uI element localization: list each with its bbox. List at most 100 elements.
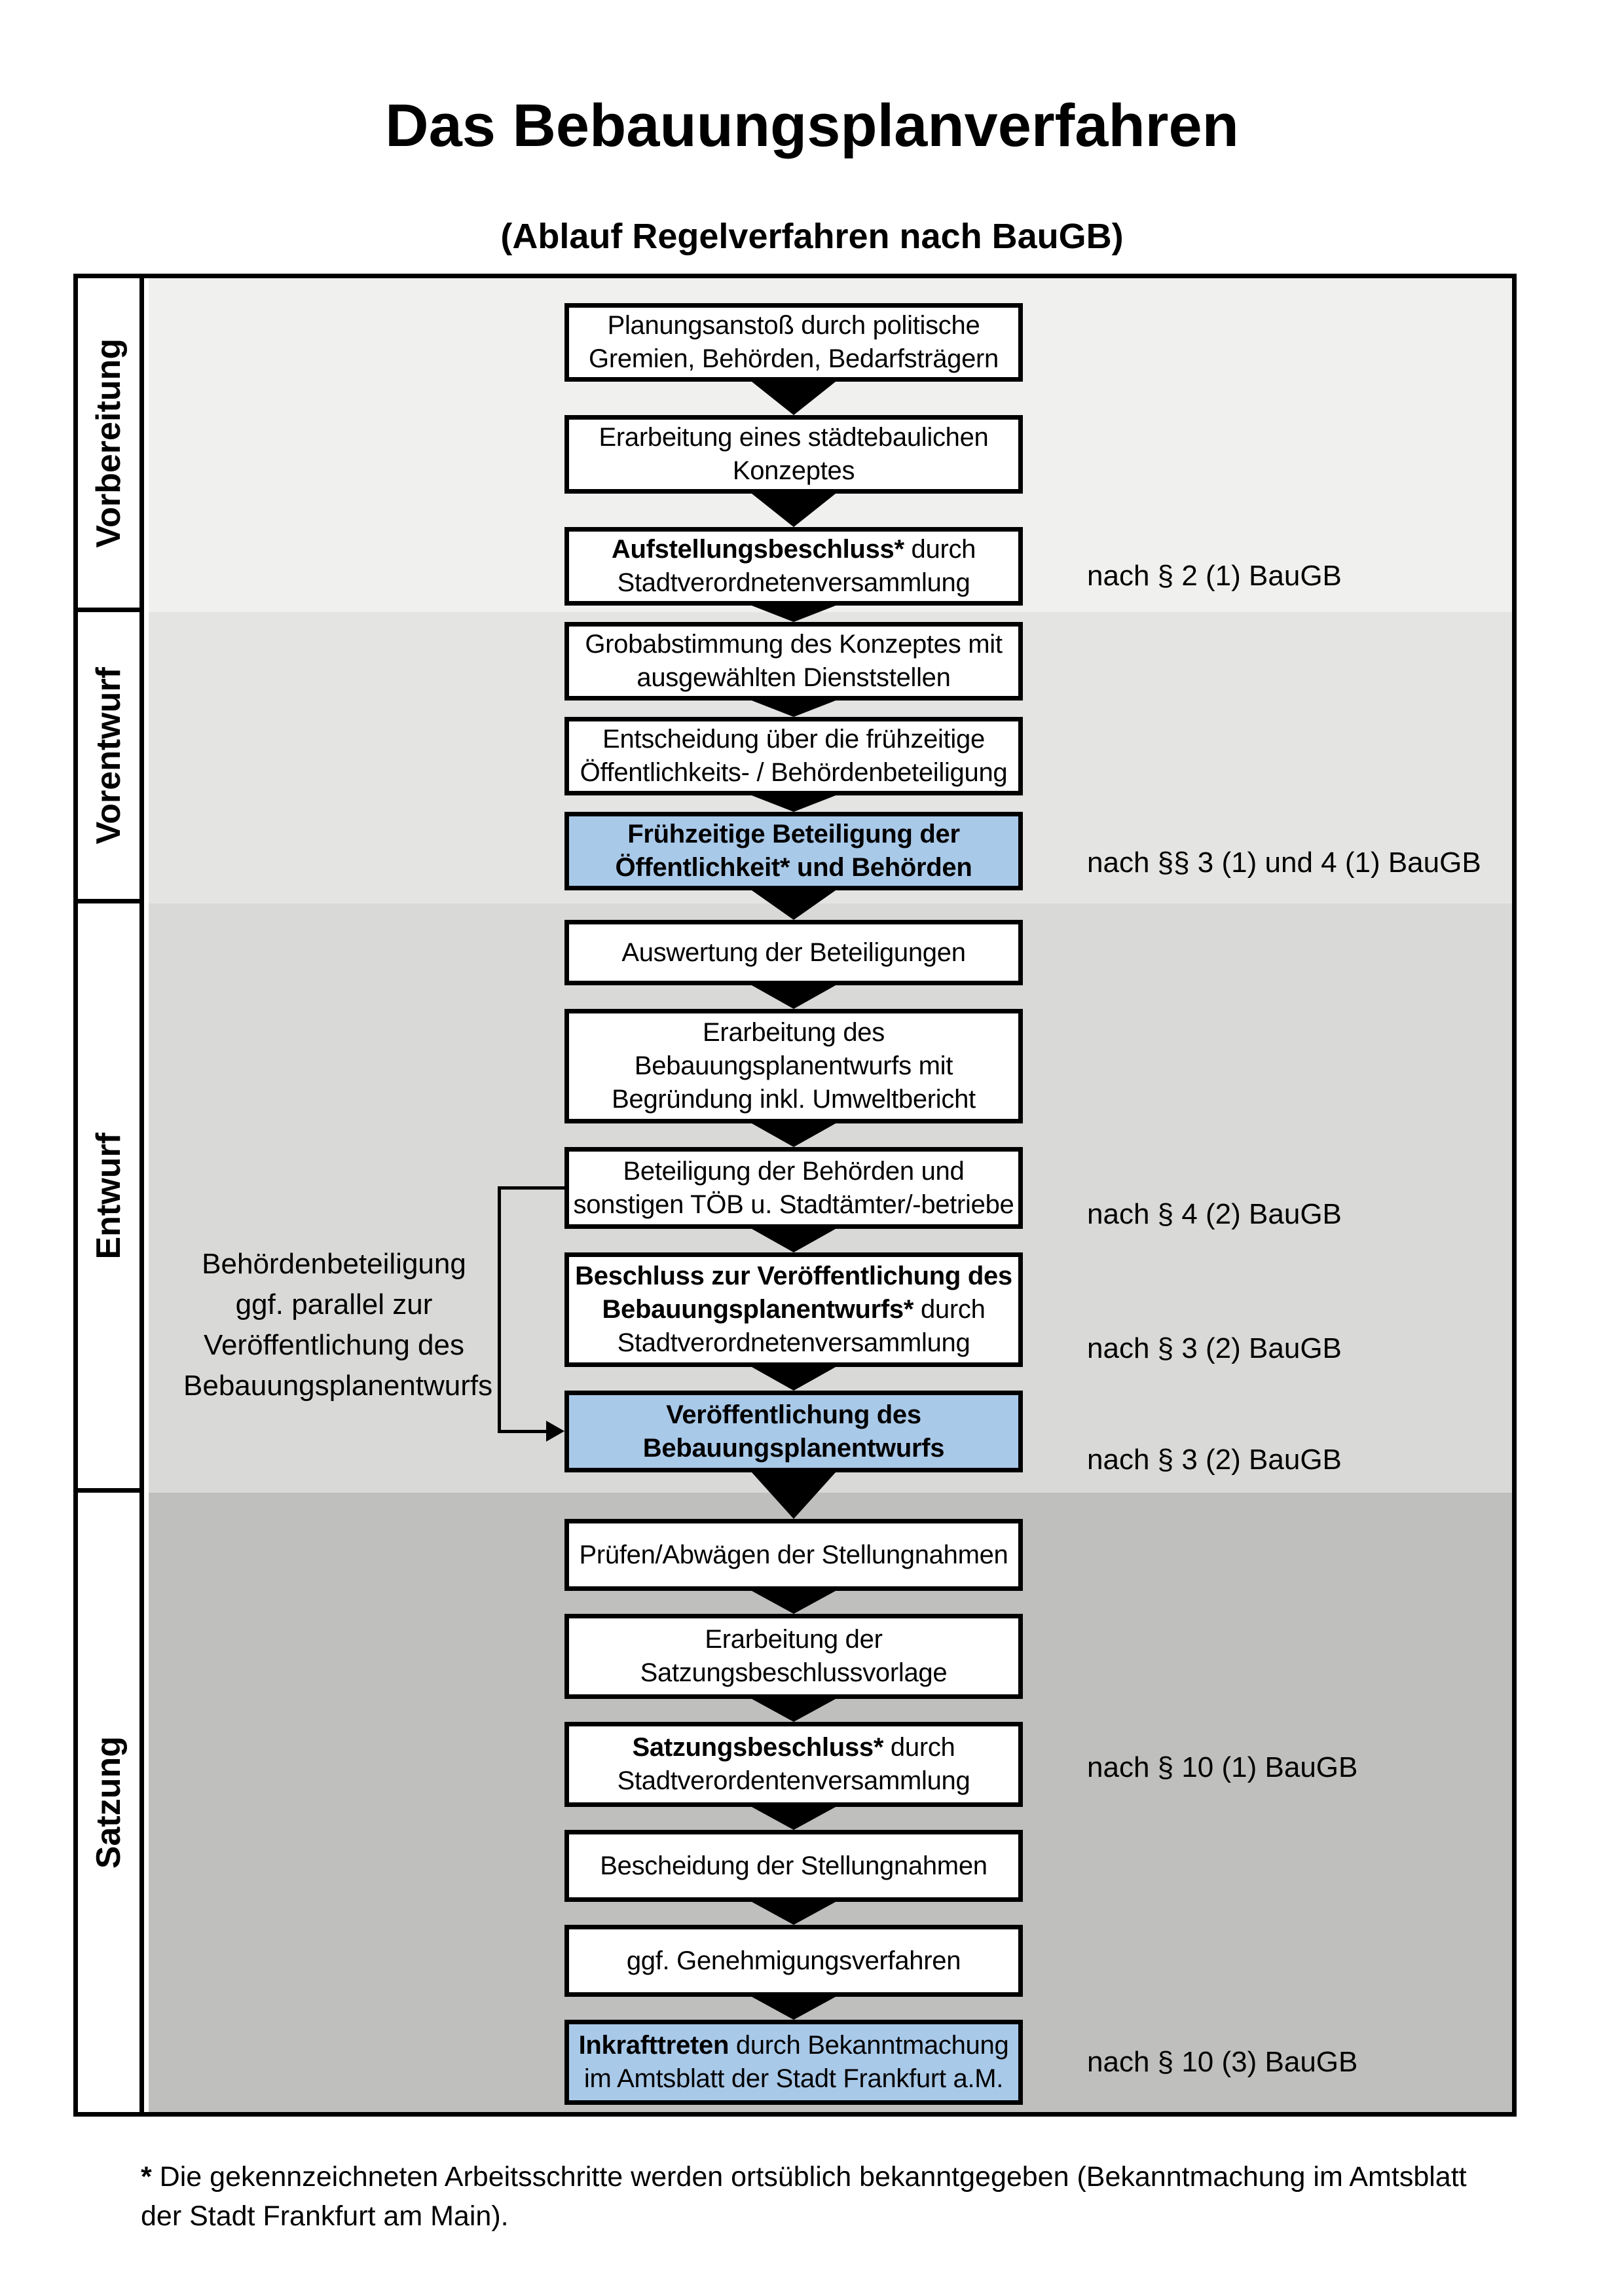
- step-text: Bebauungsplanentwurfs mit: [634, 1051, 953, 1080]
- flow-arrow-down-icon: [752, 1997, 836, 2020]
- step-text-line: Öffentlichkeit* und Behörden: [616, 851, 972, 884]
- step-text: Erarbeitung des: [703, 1018, 885, 1047]
- step-text-bold: Frühzeitige Beteiligung der: [627, 820, 960, 848]
- step-text-line: Auswertung der Beteiligungen: [621, 936, 966, 970]
- step-text-line: Entscheidung über die frühzeitige: [602, 723, 985, 756]
- step-text-line: Aufstellungsbeschluss* durch: [612, 533, 976, 566]
- step-text: Grobabstimmung des Konzeptes mit: [585, 630, 1003, 659]
- step-text: Begründung inkl. Umweltbericht: [612, 1085, 976, 1114]
- page-subtitle: (Ablauf Regelverfahren nach BauGB): [500, 217, 1124, 256]
- flow-arrow-down-icon: [752, 1807, 836, 1830]
- step-text: Stadtverordnetenversammlung: [617, 568, 970, 597]
- step-text: im Amtsblatt der Stadt Frankfurt a.M.: [583, 2064, 1004, 2093]
- step-text: Öffentlichkeits- / Behördenbeteiligung: [580, 758, 1008, 787]
- step-text-bold: Beschluss zur Veröffentlichung des: [575, 1262, 1012, 1290]
- step-text: sonstigen TÖB u. Stadtämter/-betriebe: [573, 1190, 1014, 1219]
- step-box-16: ggf. Genehmigungsverfahren: [564, 1925, 1023, 1997]
- flow-arrow-down-icon: [752, 1229, 836, 1252]
- step-box-12: Prüfen/Abwägen der Stellungnahmen: [564, 1519, 1023, 1591]
- phase-cell-entwurf: Entwurf: [78, 903, 144, 1493]
- parallel-connector-top-line: [498, 1186, 564, 1190]
- phase-cell-vorentwurf: Vorentwurf: [78, 612, 144, 903]
- step-text: Beteiligung der Behörden und: [623, 1156, 965, 1186]
- parallel-note-line: Veröffentlichung des: [204, 1329, 464, 1361]
- law-reference: nach § 4 (2) BauGB: [1087, 1198, 1342, 1230]
- phase-cell-satzung: Satzung: [78, 1493, 144, 2112]
- step-text-line: ggf. Genehmigungsverfahren: [627, 1944, 961, 1978]
- step-text-line: Beteiligung der Behörden und: [623, 1155, 965, 1188]
- step-text-line: im Amtsblatt der Stadt Frankfurt a.M.: [583, 2062, 1004, 2096]
- step-text: durch: [904, 535, 976, 564]
- step-text-line: Erarbeitung des: [703, 1016, 885, 1049]
- law-reference: nach § 3 (2) BauGB: [1087, 1444, 1342, 1476]
- step-text-line: Stadtverordentenversammlung: [618, 1764, 970, 1798]
- law-reference: nach § 10 (3) BauGB: [1087, 2046, 1358, 2078]
- law-reference: nach §§ 3 (1) und 4 (1) BauGB: [1087, 847, 1481, 879]
- step-text-line: Frühzeitige Beteiligung der: [627, 818, 960, 851]
- step-text-line: Begründung inkl. Umweltbericht: [612, 1083, 976, 1116]
- step-text: Stadtverordnetenversammlung: [617, 1328, 970, 1357]
- footnote-text: Die gekennzeichneten Arbeitsschritte wer…: [141, 2161, 1467, 2232]
- flow-arrow-down-icon: [752, 1902, 836, 1925]
- step-text-line: Bebauungsplanentwurfs* durch: [602, 1293, 985, 1326]
- step-text-line: sonstigen TÖB u. Stadtämter/-betriebe: [574, 1188, 1014, 1222]
- step-text-line: Beschluss zur Veröffentlichung des: [575, 1260, 1012, 1293]
- step-text-line: Satzungsbeschluss* durch: [633, 1731, 955, 1764]
- step-text: Gremien, Behörden, Bedarfsträgern: [589, 344, 999, 373]
- step-text-line: Erarbeitung der: [705, 1623, 883, 1656]
- step-text: Auswertung der Beteiligungen: [621, 938, 966, 967]
- law-reference: nach § 3 (2) BauGB: [1087, 1332, 1342, 1364]
- step-text-bold: Bebauungsplanentwurfs*: [602, 1295, 914, 1324]
- step-text: Stadtverordentenversammlung: [617, 1766, 970, 1795]
- step-text-line: Grobabstimmung des Konzeptes mit: [585, 628, 1003, 661]
- flow-arrow-down-icon: [752, 1123, 836, 1147]
- footnote: * Die gekennzeichneten Arbeitsschritte w…: [141, 2157, 1500, 2236]
- footnote-asterisk: *: [141, 2161, 152, 2193]
- flow-arrow-down-icon: [752, 494, 836, 527]
- parallel-connector-arrowhead-icon: [546, 1421, 564, 1442]
- step-text: durch: [883, 1733, 955, 1762]
- step-text-line: Veröffentlichung des: [666, 1398, 921, 1432]
- step-text-bold: Veröffentlichung des: [666, 1400, 921, 1429]
- law-reference: nach § 2 (1) BauGB: [1087, 560, 1342, 592]
- parallel-note-line: ggf. parallel zur: [235, 1288, 433, 1321]
- parallel-connector-vertical-line: [498, 1186, 501, 1433]
- step-text-line: Gremien, Behörden, Bedarfsträgern: [589, 342, 999, 376]
- step-text: Prüfen/Abwägen der Stellungnahmen: [579, 1540, 1008, 1569]
- flow-arrow-down-icon: [752, 1699, 836, 1722]
- step-text-line: Bebauungsplanentwurfs mit: [635, 1049, 953, 1083]
- step-text-bold: Satzungsbeschluss*: [632, 1733, 884, 1762]
- step-text-bold: Inkrafttreten: [578, 2031, 729, 2060]
- step-text: ausgewählten Dienststellen: [637, 663, 951, 692]
- phase-label-column: Vorbereitung Vorentwurf Entwurf Satzung: [78, 278, 149, 2112]
- flow-arrow-down-icon: [752, 890, 836, 920]
- step-text-line: ausgewählten Dienststellen: [637, 661, 950, 695]
- flow-arrow-down-icon: [752, 701, 836, 717]
- step-text-line: Satzungsbeschlussvorlage: [640, 1656, 948, 1690]
- parallel-connector-bottom-line: [498, 1430, 547, 1433]
- step-text: Entscheidung über die frühzeitige: [602, 725, 985, 754]
- parallel-note-line: Bebauungsplanentwurfs: [183, 1370, 493, 1402]
- step-box-9: Beteiligung der Behörden und sonstigen TÖ…: [564, 1147, 1023, 1229]
- step-text-line: Öffentlichkeits- / Behördenbeteiligung: [580, 756, 1008, 790]
- flow-arrow-down-icon: [752, 1591, 836, 1614]
- parallel-note-line: Behördenbeteiligung: [202, 1248, 466, 1280]
- step-text-line: Stadtverordnetenversammlung: [618, 566, 970, 600]
- step-text: Satzungsbeschlussvorlage: [640, 1658, 948, 1687]
- page-title: Das Bebauungsplanverfahren: [385, 92, 1239, 159]
- step-text: Konzeptes: [732, 456, 855, 485]
- step-box-15: Bescheidung der Stellungnahmen: [564, 1830, 1023, 1902]
- step-box-4: Grobabstimmung des Konzeptes mit ausgewäh…: [564, 622, 1023, 701]
- step-text: Erarbeitung der: [705, 1625, 883, 1654]
- step-text: Erarbeitung eines städtebaulichen: [599, 423, 989, 452]
